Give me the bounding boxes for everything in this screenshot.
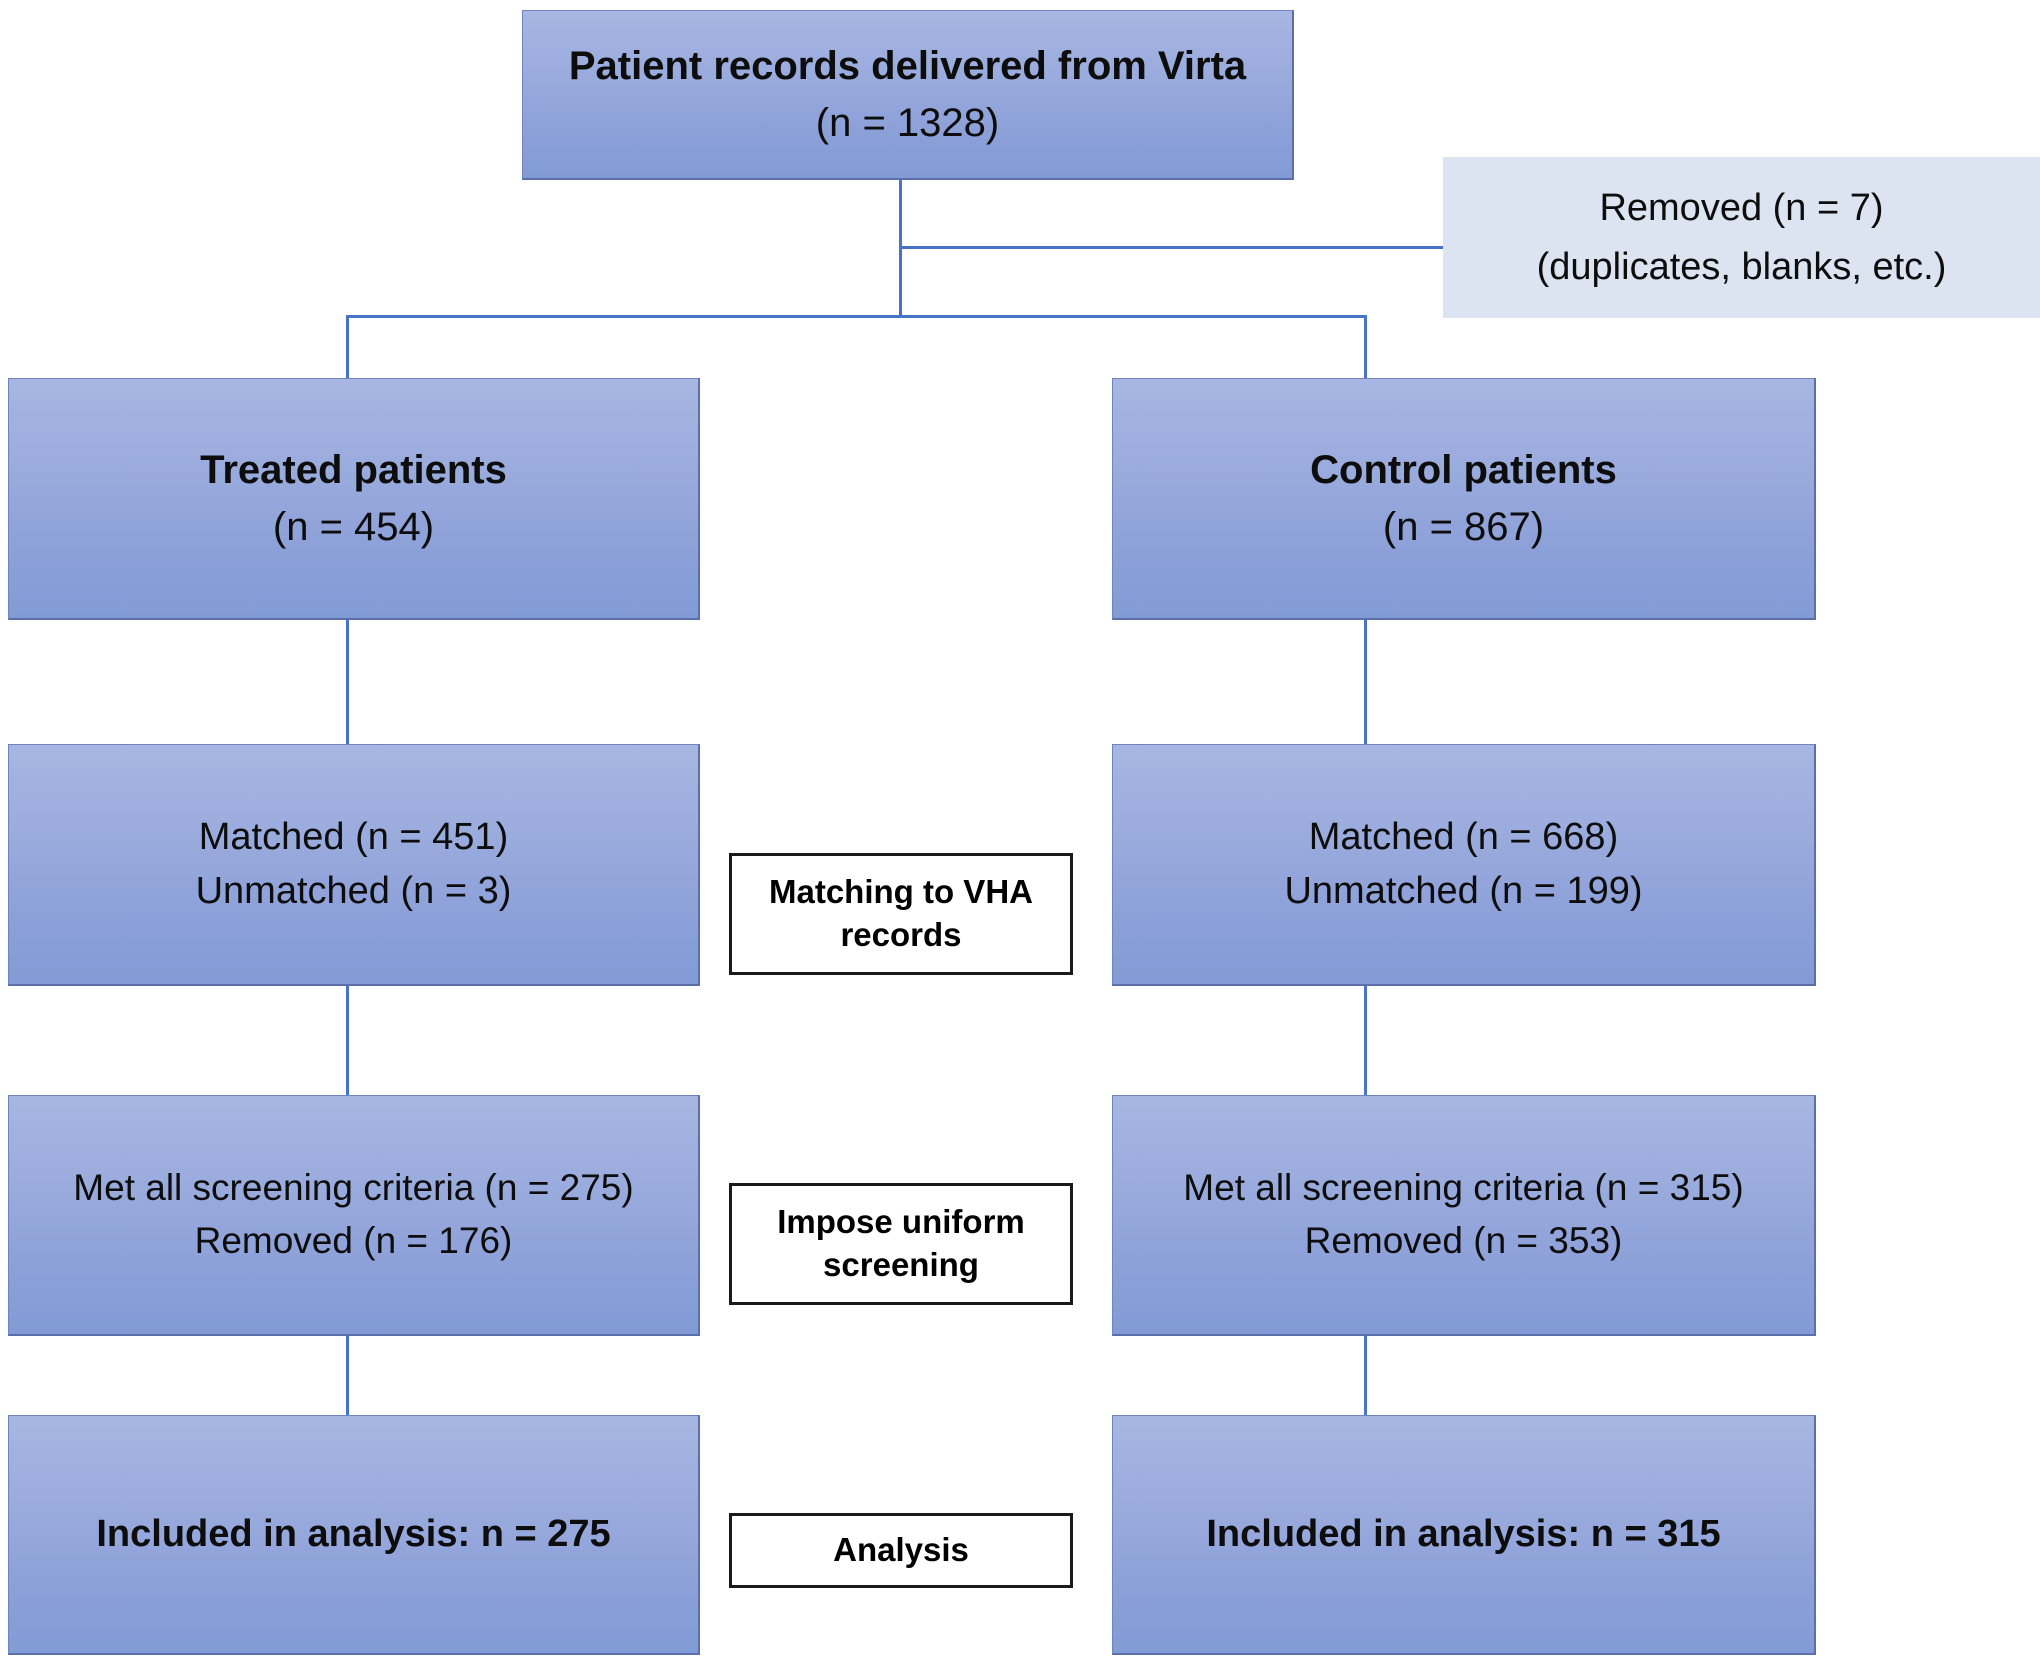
- stage-label-screening-line2: screening: [823, 1246, 979, 1283]
- connector-removed-branch: [899, 246, 1444, 249]
- node-control-screening-line1: Met all screening criteria (n = 315): [1183, 1167, 1744, 1209]
- connector-control-header-to-matching: [1364, 620, 1367, 744]
- stage-label-matching-line2: records: [840, 916, 962, 953]
- node-control-screening: Met all screening criteria (n = 315) Rem…: [1112, 1095, 1816, 1336]
- node-control-analysis: Included in analysis: n = 315: [1112, 1415, 1816, 1655]
- stage-label-matching: Matching to VHA records: [729, 853, 1073, 975]
- connector-treated-header-to-matching: [346, 620, 349, 744]
- node-treated-matching-line1: Matched (n = 451): [198, 815, 509, 858]
- node-source-records: Patient records delivered from Virta (n …: [522, 10, 1294, 180]
- stage-label-analysis-line1: Analysis: [833, 1531, 969, 1569]
- connector-control-drop: [1364, 315, 1367, 379]
- node-control-matching-line2: Unmatched (n = 199): [1284, 869, 1643, 912]
- stage-label-screening-line1: Impose uniform: [777, 1203, 1025, 1241]
- connector-control-screening-to-analysis: [1364, 1336, 1367, 1415]
- node-treated-screening-line1: Met all screening criteria (n = 275): [73, 1167, 634, 1209]
- node-control-analysis-line1: Included in analysis: n = 315: [1206, 1512, 1721, 1555]
- callout-removed-line1: Removed (n = 7): [1599, 186, 1884, 229]
- node-treated-matching-line2: Unmatched (n = 3): [195, 869, 512, 912]
- node-control-screening-line2: Removed (n = 353): [1304, 1220, 1623, 1261]
- node-control-matching-line1: Matched (n = 668): [1308, 815, 1619, 858]
- connector-treated-matching-to-screening: [346, 986, 349, 1097]
- node-treated-header-line1: Treated patients: [200, 447, 507, 492]
- node-control-header-line2: (n = 867): [1382, 504, 1545, 549]
- node-treated-screening-line2: Removed (n = 176): [194, 1220, 513, 1261]
- connector-treated-drop: [346, 315, 349, 379]
- node-treated-matching: Matched (n = 451) Unmatched (n = 3): [8, 744, 700, 986]
- connector-source-trunk: [899, 180, 902, 318]
- node-treated-analysis: Included in analysis: n = 275: [8, 1415, 700, 1655]
- node-control-header: Control patients (n = 867): [1112, 378, 1816, 620]
- connector-control-matching-to-screening: [1364, 986, 1367, 1097]
- node-source-records-line2: (n = 1328): [815, 100, 1000, 145]
- node-treated-analysis-line1: Included in analysis: n = 275: [96, 1512, 611, 1555]
- node-control-matching: Matched (n = 668) Unmatched (n = 199): [1112, 744, 1816, 986]
- node-treated-header: Treated patients (n = 454): [8, 378, 700, 620]
- connector-treated-screening-to-analysis: [346, 1336, 349, 1415]
- stage-label-analysis: Analysis: [729, 1513, 1073, 1588]
- node-control-header-line1: Control patients: [1310, 447, 1617, 492]
- node-treated-screening: Met all screening criteria (n = 275) Rem…: [8, 1095, 700, 1336]
- callout-removed-line2: (duplicates, blanks, etc.): [1536, 245, 1947, 288]
- stage-label-matching-line1: Matching to VHA: [769, 873, 1033, 911]
- callout-removed: Removed (n = 7) (duplicates, blanks, etc…: [1443, 157, 2040, 318]
- node-treated-header-line2: (n = 454): [272, 504, 435, 549]
- node-source-records-line1: Patient records delivered from Virta: [568, 43, 1247, 88]
- stage-label-screening: Impose uniform screening: [729, 1183, 1073, 1305]
- connector-split-bar: [346, 315, 1367, 318]
